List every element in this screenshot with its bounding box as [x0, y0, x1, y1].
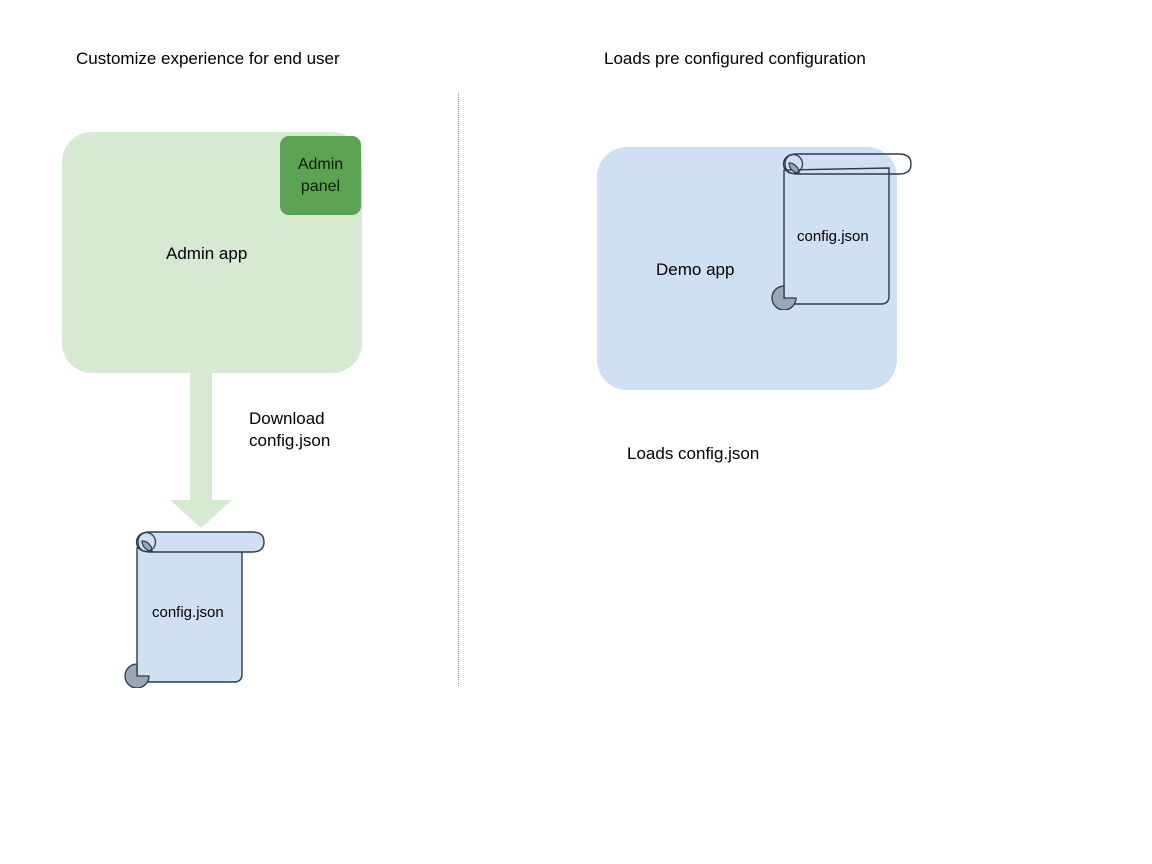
scroll-bottom-curl	[124, 663, 150, 688]
scroll-top-curl-circle	[782, 153, 804, 175]
scroll-bottom-curl	[771, 285, 797, 310]
config-file-scroll-left[interactable]	[118, 528, 268, 688]
download-arrow-icon	[170, 370, 232, 528]
download-arrow-label-line2: config.json	[249, 431, 331, 450]
admin-panel-box[interactable]: Admin panel	[280, 136, 361, 215]
admin-panel-label-line1: Admin	[297, 155, 344, 173]
config-file-left-label: config.json	[152, 604, 224, 621]
config-file-right-label: config.json	[797, 228, 869, 245]
admin-panel-label: Admin panel	[298, 154, 343, 198]
admin-app-label: Admin app	[166, 244, 248, 263]
left-column-heading: Customize experience for end user	[76, 49, 340, 68]
scroll-top-curl-shade	[141, 540, 153, 552]
scroll-top-curl	[784, 153, 912, 175]
download-arrow-label: Download config.json	[249, 408, 330, 452]
scroll-top-curl-circle	[135, 531, 157, 553]
download-arrow-label-line1: Download	[249, 409, 325, 428]
demo-app-label: Demo app	[656, 260, 735, 279]
loads-config-caption: Loads config.json	[627, 444, 760, 463]
config-file-scroll-right[interactable]	[765, 150, 915, 310]
scroll-top-curl	[137, 531, 265, 553]
demo-app-container	[597, 147, 897, 390]
column-divider	[458, 93, 459, 686]
scroll-top-curl-shade	[788, 162, 800, 174]
admin-panel-label-line2: panel	[300, 177, 341, 195]
right-column-heading: Loads pre configured configuration	[604, 49, 866, 68]
